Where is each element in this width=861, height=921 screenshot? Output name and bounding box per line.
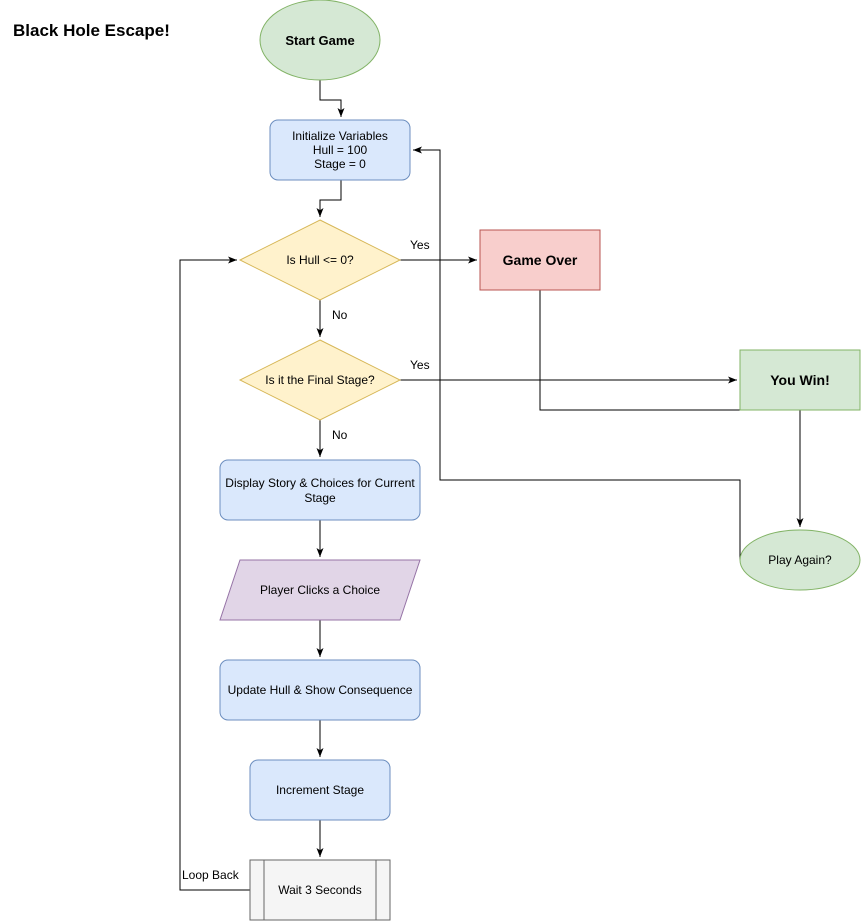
node-start-game-label: Start Game <box>285 33 354 48</box>
node-game-over-label: Game Over <box>503 252 578 268</box>
edge-init-to-hull-check <box>316 180 342 217</box>
node-start-game: Start Game <box>259 0 381 81</box>
node-hull-check-label: Is Hull <= 0? <box>286 253 354 267</box>
node-you-win: You Win! <box>739 349 861 411</box>
node-init-line-2: Hull = 100 <box>313 143 368 157</box>
node-increment-stage: Increment Stage <box>249 759 391 821</box>
node-display-line-1: Display Story & Choices for Current <box>225 476 415 490</box>
node-update-hull-label: Update Hull & Show Consequence <box>228 683 413 697</box>
node-final-stage-check: Is it the Final Stage? <box>238 339 402 421</box>
node-increment-label: Increment Stage <box>276 783 364 797</box>
node-game-over: Game Over <box>479 229 601 291</box>
edge-start-to-init <box>319 80 345 117</box>
node-init-line-1: Initialize Variables <box>292 129 388 143</box>
node-final-stage-label: Is it the Final Stage? <box>265 373 375 387</box>
edge-label-hull-yes: Yes <box>410 238 430 252</box>
edge-loop-back <box>179 256 250 891</box>
edge-play-again-to-init <box>413 146 741 560</box>
edge-game-over-to-play-again <box>539 290 804 527</box>
node-player-choice: Player Clicks a Choice <box>219 559 421 621</box>
node-display-line-2: Stage <box>304 491 336 505</box>
node-you-win-label: You Win! <box>770 372 830 388</box>
edge-label-final-yes: Yes <box>410 358 430 372</box>
node-display-story: Display Story & Choices for Current Stag… <box>219 459 421 521</box>
edge-label-loop-back: Loop Back <box>182 868 240 882</box>
node-play-again-label: Play Again? <box>768 553 832 567</box>
diagram-title: Black Hole Escape! <box>13 21 170 40</box>
node-init-line-3: Stage = 0 <box>314 157 366 171</box>
edge-label-hull-no: No <box>332 308 348 322</box>
node-player-choice-label: Player Clicks a Choice <box>260 583 380 597</box>
node-wait-seconds: Wait 3 Seconds <box>249 859 391 921</box>
node-play-again: Play Again? <box>739 529 861 591</box>
node-hull-check: Is Hull <= 0? <box>238 219 402 301</box>
node-update-hull: Update Hull & Show Consequence <box>219 659 421 721</box>
node-initialize-variables: Initialize Variables Hull = 100 Stage = … <box>269 119 411 181</box>
edge-label-final-no: No <box>332 428 348 442</box>
node-wait-label: Wait 3 Seconds <box>278 883 362 897</box>
edges <box>179 80 804 891</box>
